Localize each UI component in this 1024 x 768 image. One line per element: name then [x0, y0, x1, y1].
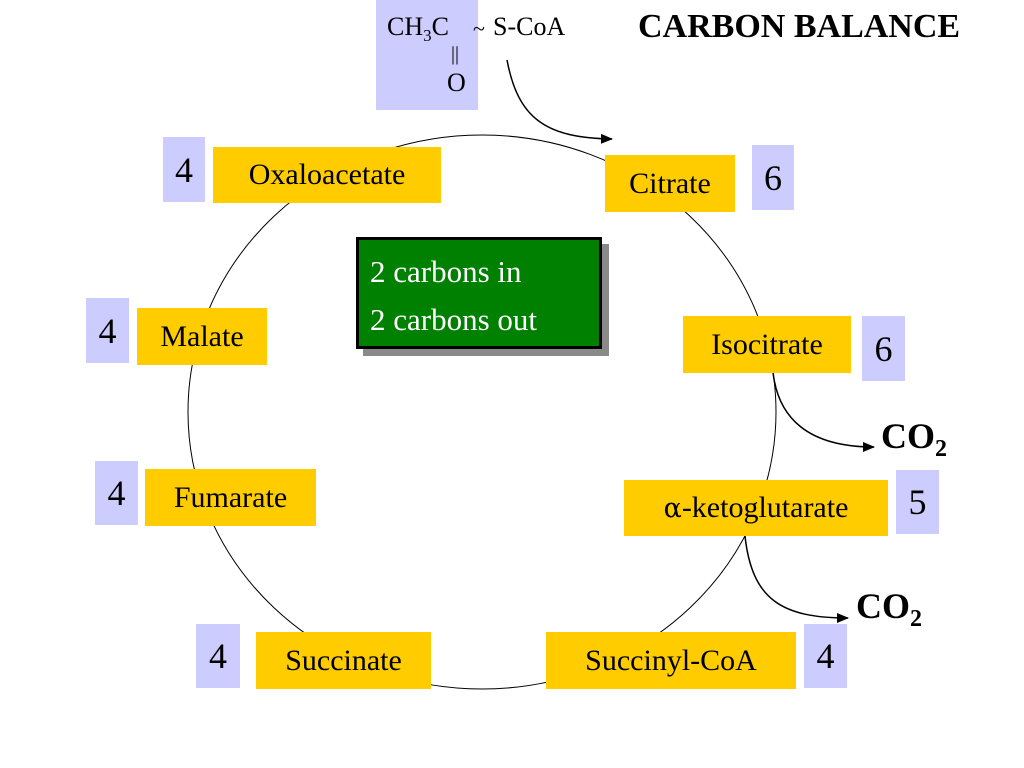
alpha-symbol: α [663, 492, 682, 524]
oxaloacetate-label: Oxaloacetate [213, 147, 441, 203]
cycle-circle [187, 134, 777, 690]
fumarate-label: Fumarate [145, 469, 316, 526]
isocitrate-label: Isocitrate [683, 316, 851, 373]
succinyl-coa-carbons: 4 [804, 624, 847, 688]
double-bond: || [451, 43, 460, 65]
fumarate-carbons: 4 [95, 461, 138, 525]
acetyl-entry-arrow [506, 59, 613, 144]
alpha-ketoglutarate-label: α-ketoglutarate [624, 480, 888, 536]
isocitrate-carbons: 6 [862, 316, 905, 381]
carbonyl-oxygen: O [447, 68, 466, 97]
malate-label: Malate [137, 308, 267, 365]
acetyl-coa-formula: CH3C [387, 12, 449, 46]
citrate-label: Citrate [605, 155, 735, 212]
acetyl-coa-box [376, 0, 478, 110]
oxaloacetate-carbons: 4 [163, 137, 205, 202]
page-title: CARBON BALANCE [638, 8, 961, 45]
carbon-note: 2 carbons in 2 carbons out [356, 237, 602, 349]
co2-release-arrow-2 [744, 535, 849, 623]
alpha-ketoglutarate-carbons: 5 [896, 470, 939, 534]
succinate-label: Succinate [256, 632, 431, 689]
coa-group: S-CoA [493, 12, 566, 41]
note-line-1: 2 carbons in [370, 254, 522, 289]
malate-carbons: 4 [86, 298, 129, 363]
co2-release-2: CO2 [856, 586, 922, 632]
note-line-2: 2 carbons out [370, 302, 538, 338]
co2-release-1: CO2 [881, 416, 947, 462]
succinate-carbons: 4 [196, 624, 240, 688]
citrate-carbons: 6 [752, 145, 794, 210]
thioester-bond: ~ [473, 16, 485, 41]
co2-release-arrow-1 [772, 371, 875, 452]
succinyl-coa-label: Succinyl-CoA [546, 632, 796, 689]
